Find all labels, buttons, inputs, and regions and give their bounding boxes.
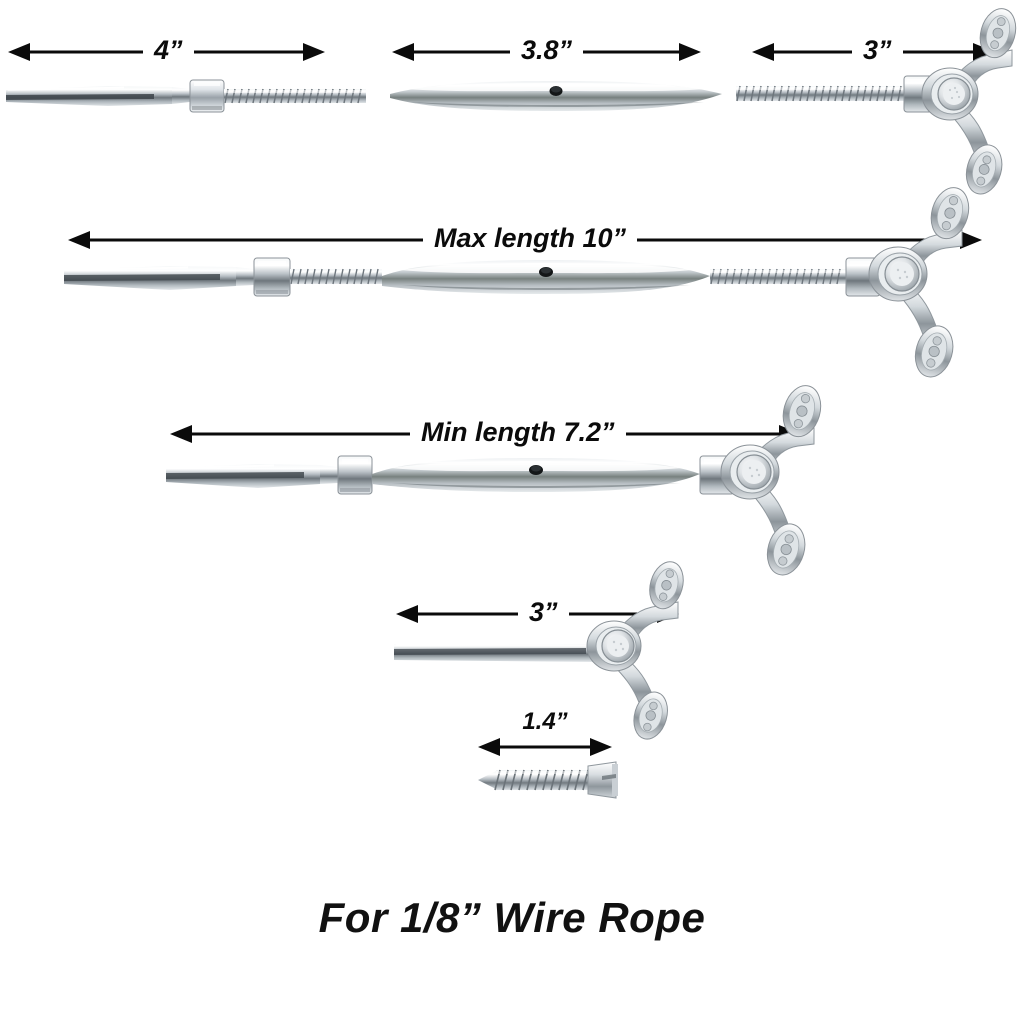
dimension-swage-stud: 4”	[8, 34, 348, 65]
arrowhead-left-icon	[392, 43, 414, 61]
turnbuckle-body	[388, 76, 724, 116]
dimension-label: 3”	[863, 34, 892, 65]
arrowhead-left-icon	[478, 738, 500, 756]
dimension-label: 3.8”	[521, 34, 573, 65]
figure-caption: For 1/8” Wire Rope	[318, 894, 706, 941]
arrowhead-right-icon	[679, 43, 702, 61]
dimension-screw	[478, 735, 612, 759]
turnbuckle-assembly-max	[60, 186, 1024, 382]
swage-stud-base-assembly	[390, 561, 714, 740]
swage-stud	[4, 76, 368, 116]
dimension-turnbuckle-body: 3.8”	[392, 34, 720, 65]
self-tapping-screw	[476, 758, 624, 802]
arrowhead-left-icon	[68, 231, 90, 249]
arrowhead-right-icon	[590, 738, 612, 756]
arrowhead-left-icon	[8, 43, 30, 61]
arrowhead-left-icon	[396, 605, 418, 623]
dimension-label: Min length 7.2”	[421, 416, 615, 447]
dimension-stud-base: 3”	[396, 596, 696, 627]
dimension-max-length: Max length 10”	[68, 222, 1018, 253]
dimension-label-screw: 1.4”	[522, 708, 568, 735]
dimension-label: 4”	[154, 34, 183, 65]
dimension-label: Max length 10”	[434, 222, 627, 253]
arrowhead-right-icon	[960, 231, 983, 249]
turnbuckle-assembly-min	[162, 380, 862, 576]
pivot-base-fitting	[736, 8, 1024, 195]
dimension-label: 3”	[529, 596, 558, 627]
arrowhead-left-icon	[170, 425, 192, 443]
arrowhead-right-icon	[302, 43, 325, 61]
arrowhead-left-icon	[752, 43, 774, 61]
